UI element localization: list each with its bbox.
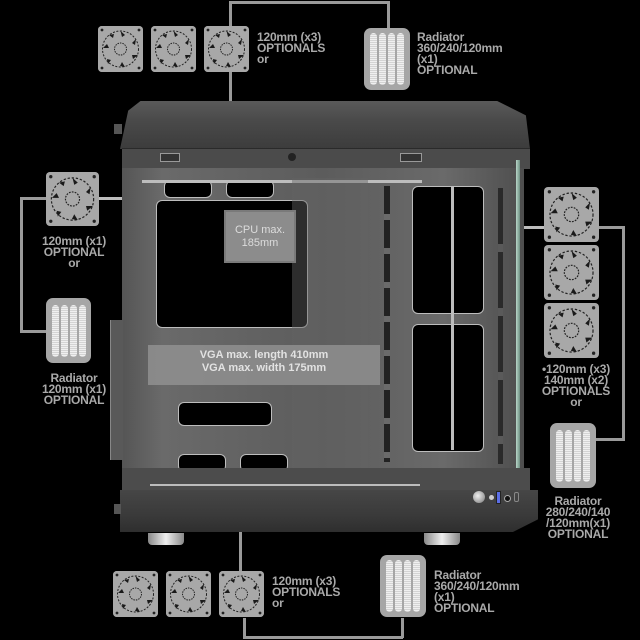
- label-line: 120mm (x3): [257, 30, 322, 44]
- cpu-clearance-line-1: CPU max.: [234, 224, 286, 236]
- usb-a-port-icon[interactable]: [496, 491, 501, 504]
- label-line: 280/240/140: [545, 505, 611, 519]
- top-screw-hole: [288, 153, 296, 161]
- case-bottom-frame: [122, 468, 530, 491]
- label-line: (x1): [417, 52, 438, 66]
- label-line: Radiator: [554, 494, 602, 508]
- label-line: 360/240/120mm: [434, 579, 520, 593]
- right-radiator-label: Radiator 280/240/140 /120mm(x1) OPTIONAL: [526, 494, 630, 541]
- reset-button-icon[interactable]: [489, 495, 494, 500]
- label-line: 120mm (x1): [41, 382, 107, 396]
- fan-icon: [113, 571, 158, 617]
- label-line: Radiator: [417, 30, 465, 44]
- case-top-frame: [122, 148, 530, 169]
- label-line: OPTIONALS: [257, 41, 326, 55]
- top-thumbscrew: [114, 124, 122, 134]
- bottom-radiator-label: Radiator 360/240/120mm (x1) OPTIONAL: [434, 568, 520, 615]
- label-line: Radiator: [50, 371, 98, 385]
- connector-right-to-fan: [597, 226, 625, 229]
- fan-icon: [204, 26, 249, 72]
- usb-c-port-icon[interactable]: [514, 492, 519, 502]
- left-radiator-label: Radiator 120mm (x1) OPTIONAL: [20, 371, 128, 407]
- label-line: /120mm(x1): [545, 516, 611, 530]
- label-line: or: [68, 256, 80, 270]
- fan-icon: [544, 187, 599, 242]
- connector-right-vertical: [622, 226, 625, 440]
- label-line: 120mm (x1): [41, 234, 107, 248]
- bottom-fan-label: 120mm (x3) OPTIONALS or: [272, 574, 341, 610]
- power-button-icon[interactable]: [473, 491, 485, 503]
- label-line: 360/240/120mm: [417, 41, 503, 55]
- vga-clearance-badge: VGA max. length 410mm VGA max. width 175…: [148, 345, 380, 385]
- connector-top-left-vertical: [229, 1, 232, 183]
- radiator-icon: [550, 423, 596, 488]
- connector-right-to-rad: [596, 438, 625, 441]
- glass-panel-edge: [516, 160, 520, 470]
- fan-icon: [219, 571, 264, 617]
- connector-top-right-vertical: [387, 1, 390, 29]
- bottom-fan-rail: [150, 484, 420, 486]
- label-line: (x1): [434, 590, 455, 604]
- fan-icon: [46, 172, 99, 226]
- radiator-icon: [380, 555, 426, 617]
- connector-left-to-fan: [20, 197, 46, 200]
- case-foot-right: [424, 533, 460, 545]
- label-line: or: [272, 596, 284, 610]
- label-line: or: [257, 52, 269, 66]
- case-body: [122, 168, 524, 472]
- rear-bracket: [110, 320, 123, 460]
- label-line: OPTIONALS: [272, 585, 341, 599]
- radiator-icon: [46, 298, 91, 363]
- fan-icon: [544, 303, 599, 358]
- side-fan-cutout-bottom: [412, 324, 484, 452]
- top-fan-label: 120mm (x3) OPTIONALS or: [257, 30, 326, 66]
- case-base: [120, 490, 538, 532]
- right-fan-label: •120mm (x3) 140mm (x2) OPTIONALS or: [524, 362, 628, 409]
- connector-bottom-horizontal: [243, 636, 403, 639]
- left-fan-label: 120mm (x1) OPTIONAL or: [20, 234, 128, 270]
- top-fan-rail: [142, 180, 422, 183]
- fan-icon: [151, 26, 196, 72]
- label-line: OPTIONAL: [434, 601, 495, 615]
- label-line: OPTIONAL: [547, 527, 609, 541]
- fan-icon: [544, 245, 599, 300]
- side-fan-cutout-top: [412, 186, 484, 314]
- connector-left-to-rad: [20, 330, 46, 333]
- label-line: •120mm (x3): [541, 362, 611, 376]
- label-line: 120mm (x3): [272, 574, 337, 588]
- vga-length-text: VGA max. length 410mm: [199, 349, 329, 361]
- side-fan-divider: [451, 186, 454, 450]
- base-thumbscrew: [114, 504, 121, 514]
- radiator-icon: [364, 28, 410, 90]
- cpu-clearance-line-2: 185mm: [241, 237, 279, 249]
- audio-jack-icon[interactable]: [504, 495, 511, 502]
- cable-grommet-strip: [498, 188, 503, 464]
- label-line: OPTIONAL: [43, 245, 105, 259]
- connector-bottom-from-fan: [243, 618, 246, 638]
- case-foot-left: [148, 533, 184, 545]
- cpu-clearance-badge: CPU max. 185mm: [224, 210, 296, 263]
- connector-bottom-right-vertical: [401, 618, 404, 638]
- connector-left-vertical: [20, 197, 23, 332]
- top-radiator-label: Radiator 360/240/120mm (x1) OPTIONAL: [417, 30, 503, 77]
- fan-icon: [166, 571, 211, 617]
- top-vent-slot-icon: [400, 153, 422, 162]
- vga-width-text: VGA max. width 175mm: [201, 362, 327, 374]
- label-line: Radiator: [434, 568, 482, 582]
- top-vent-slot-icon: [160, 153, 180, 162]
- cable-cutout: [178, 402, 272, 426]
- label-line: or: [570, 395, 582, 409]
- fan-icon: [98, 26, 143, 72]
- label-line: OPTIONALS: [541, 384, 611, 398]
- case-top-panel: [120, 101, 530, 149]
- motherboard-tray-plate: [292, 178, 368, 468]
- label-line: OPTIONAL: [43, 393, 105, 407]
- cable-grommet-strip: [384, 186, 390, 462]
- label-line: OPTIONAL: [417, 63, 478, 77]
- label-line: 140mm (x2): [543, 373, 609, 387]
- connector-top-horizontal: [229, 1, 389, 4]
